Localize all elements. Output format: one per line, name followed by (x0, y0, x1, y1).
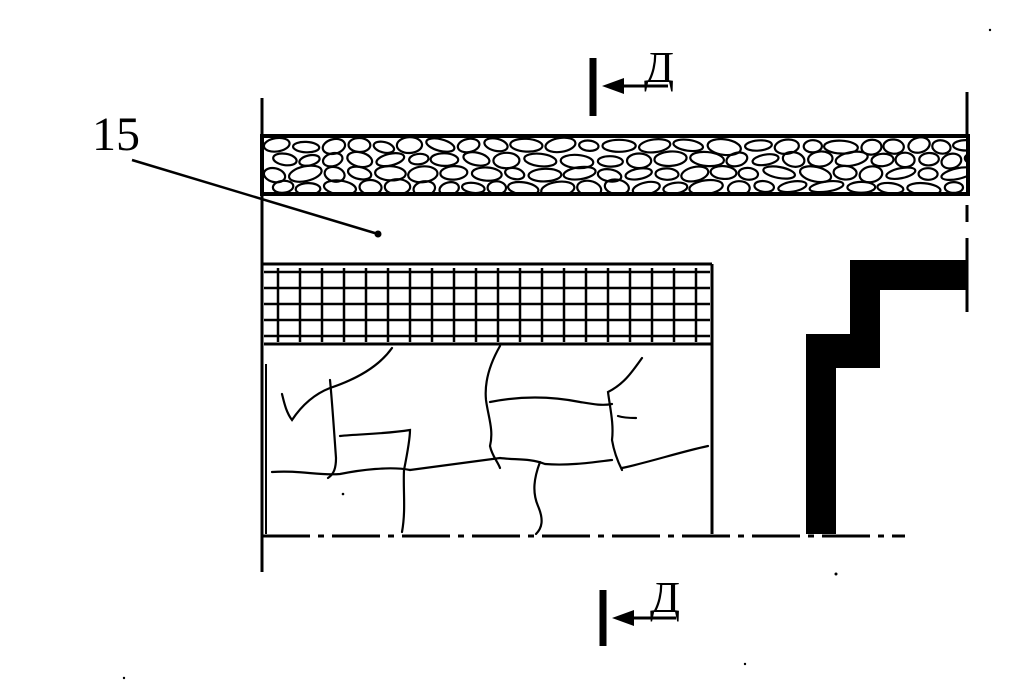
pebble (689, 150, 726, 168)
pebble (672, 138, 705, 153)
pebble (907, 138, 931, 154)
pebble (777, 180, 808, 194)
pebble (846, 180, 877, 194)
pebble (429, 152, 460, 168)
pebble (725, 151, 749, 168)
pebble (832, 164, 858, 181)
pebble (662, 181, 689, 194)
pebble (858, 165, 884, 184)
pebble (271, 179, 295, 194)
pebble (540, 180, 576, 194)
pebble (706, 138, 742, 157)
pebble (438, 181, 460, 194)
pebble (931, 139, 952, 155)
scan-specks (122, 28, 992, 680)
pebble (509, 138, 544, 153)
pebble (822, 139, 859, 155)
pebble (483, 138, 509, 153)
pebble (262, 138, 291, 153)
pebble (966, 180, 968, 194)
pebble (808, 180, 845, 194)
pebble (578, 139, 600, 152)
pebble (943, 180, 965, 194)
pebble (762, 165, 797, 180)
section-mark-top: Д (589, 43, 674, 116)
pebble (412, 180, 437, 194)
reference-leader-dot (374, 230, 382, 238)
pebble (272, 152, 298, 167)
pebble (544, 138, 577, 154)
reference-leader-line (131, 158, 379, 236)
pebble (798, 165, 833, 184)
pebble (918, 151, 940, 167)
pebble (940, 152, 963, 170)
pebble (395, 138, 424, 155)
pebble (709, 164, 738, 181)
pebble (834, 150, 869, 168)
pebble (680, 165, 710, 183)
pebble (951, 138, 968, 152)
section-mark-bottom: Д (599, 573, 680, 646)
pebble (294, 181, 322, 194)
pebble (624, 167, 653, 181)
section-label-bottom: Д (650, 573, 680, 622)
pebble (291, 140, 321, 154)
pebble (527, 167, 563, 183)
pebble (603, 178, 630, 194)
pebble (917, 167, 939, 181)
gravel-layer (260, 134, 970, 196)
pebble (631, 180, 661, 194)
pebble (322, 179, 358, 194)
pebble (358, 178, 383, 194)
pebble (460, 181, 486, 194)
pebble (383, 178, 412, 194)
pebble (576, 179, 603, 194)
reinforcement-mesh (264, 268, 710, 342)
pebble (506, 180, 540, 194)
pebble (807, 150, 834, 168)
pebble (470, 166, 503, 182)
pebble (753, 179, 776, 194)
pebble (743, 139, 773, 152)
stepped-wall (806, 260, 968, 534)
pebble (262, 166, 287, 184)
pebble (425, 138, 456, 153)
pebble (963, 151, 968, 167)
pebble (601, 138, 637, 153)
pebble (870, 152, 895, 168)
pebble (287, 164, 323, 183)
pebble (653, 150, 688, 168)
pebble (408, 152, 430, 166)
pebble (726, 180, 751, 194)
pebble (462, 151, 491, 167)
pebble (562, 165, 597, 181)
pebble (523, 152, 558, 168)
pebble (346, 165, 373, 181)
pebble (654, 167, 680, 181)
section-label-top: Д (644, 43, 674, 92)
pebble (688, 178, 724, 194)
pebble (860, 138, 883, 156)
pebble (781, 150, 806, 168)
pebble (906, 181, 942, 194)
pebble (504, 166, 526, 181)
pebble (751, 153, 780, 167)
pebble (372, 140, 396, 155)
concrete-block (262, 262, 714, 534)
pebble (882, 138, 905, 155)
pebble (737, 166, 760, 181)
pebble (940, 166, 968, 181)
pebble (885, 166, 917, 181)
pebble (486, 180, 508, 194)
crack-lines (270, 344, 710, 536)
pebble (876, 181, 905, 194)
pebble (439, 165, 469, 181)
pebble (637, 138, 672, 154)
reference-number-label: 15 (92, 108, 140, 161)
pebble (596, 155, 624, 168)
